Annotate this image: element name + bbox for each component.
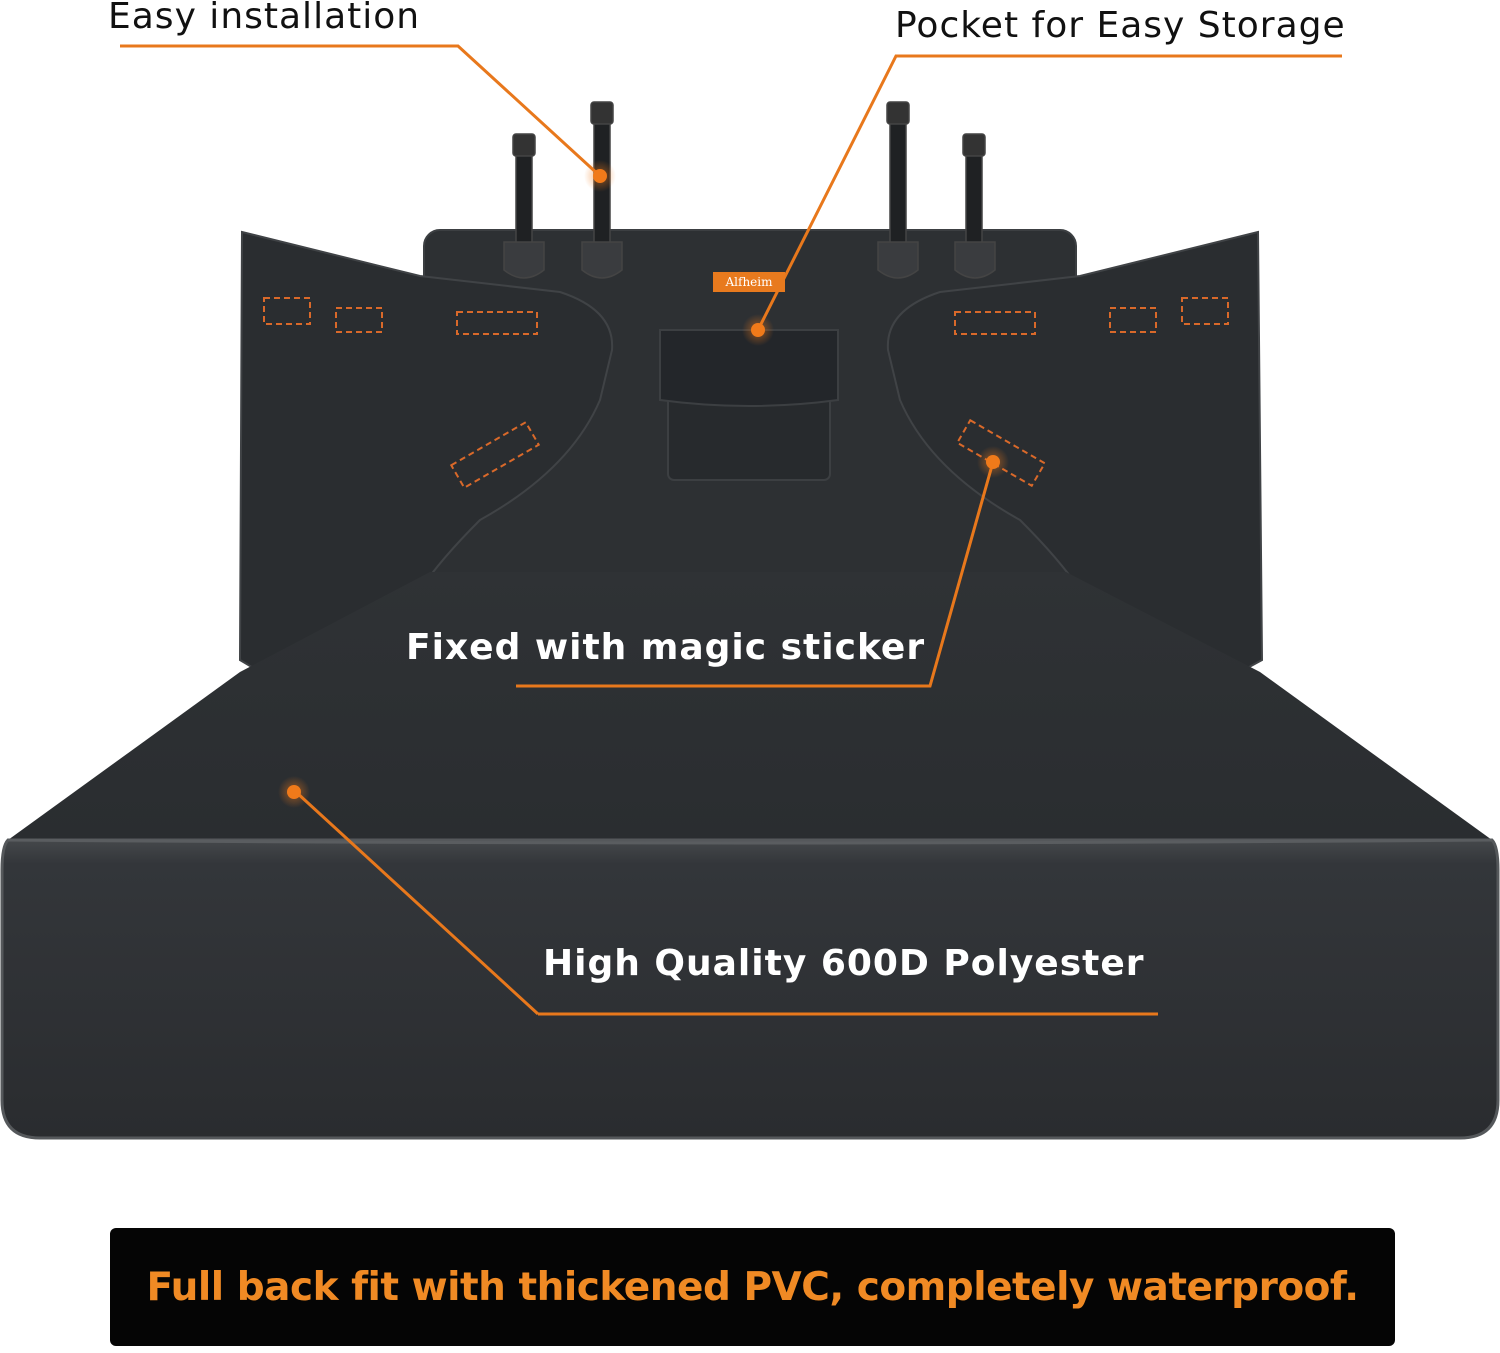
callout-dots bbox=[278, 160, 1009, 808]
banner-text: Full back fit with thickened PVC, comple… bbox=[146, 1264, 1359, 1310]
left-side-flap bbox=[238, 230, 614, 674]
seat-straps bbox=[503, 101, 996, 279]
storage-pocket bbox=[659, 329, 839, 481]
bumper-flap bbox=[0, 838, 1500, 1140]
right-side-flap bbox=[886, 230, 1264, 674]
brand-logo-tag: Alfheim bbox=[713, 272, 785, 292]
callout-easy-installation: Easy installation bbox=[108, 0, 421, 37]
callout-magic-sticker: Fixed with magic sticker bbox=[406, 627, 926, 668]
cargo-floor bbox=[8, 572, 1492, 840]
callout-pocket: Pocket for Easy Storage bbox=[895, 5, 1346, 46]
callout-lines bbox=[120, 44, 1342, 1016]
callout-polyester: High Quality 600D Polyester bbox=[543, 943, 1145, 984]
waterproof-banner: Full back fit with thickened PVC, comple… bbox=[110, 1228, 1395, 1346]
